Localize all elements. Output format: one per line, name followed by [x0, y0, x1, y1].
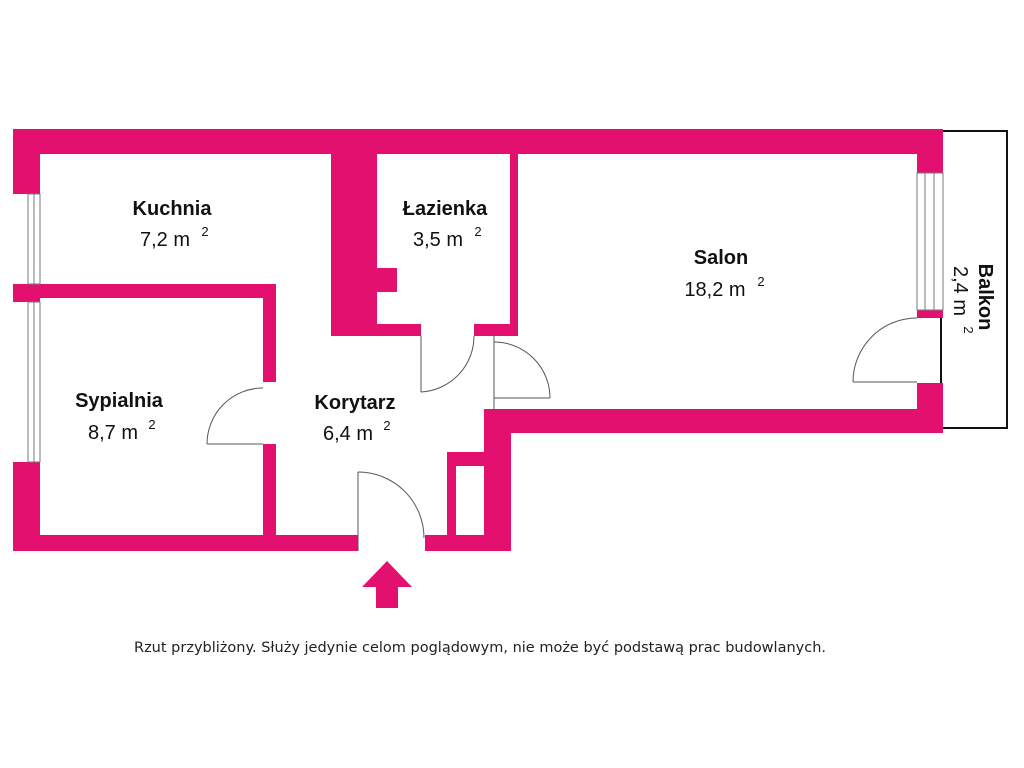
- wall-kitchen-bath: [331, 129, 377, 336]
- room-name: Balkon: [974, 264, 996, 331]
- room-area-sup: 2: [474, 224, 481, 239]
- wall-bedroom-top: [13, 284, 276, 298]
- room-area: 3,5 m: [413, 229, 463, 251]
- room-sypialnia: Sypialnia 8,7 m 2: [75, 390, 164, 444]
- windows: [27, 172, 944, 463]
- wall-top: [13, 129, 943, 154]
- room-name: Korytarz: [314, 392, 395, 414]
- room-area-sup: 2: [383, 418, 390, 433]
- wall-bath-salon: [510, 129, 518, 336]
- room-area: 6,4 m: [323, 423, 373, 445]
- wall-corridor-right: [484, 409, 511, 551]
- room-kuchnia: Kuchnia 7,2 m 2: [133, 198, 213, 251]
- room-balkon: Balkon 2,4 m 2: [949, 264, 996, 334]
- room-area-sup: 2: [961, 326, 976, 333]
- wall-right-upper: [917, 129, 943, 173]
- room-area-sup: 2: [757, 274, 764, 289]
- wall-bedroom-right-upper: [263, 284, 276, 382]
- room-area-sup: 2: [201, 224, 208, 239]
- room-area: 18,2 m: [684, 279, 745, 301]
- window-salon: [916, 172, 944, 311]
- room-name: Salon: [694, 247, 748, 269]
- wall-salon-bottom: [484, 409, 943, 433]
- walls: [13, 129, 943, 551]
- wall-right-mid: [917, 310, 943, 318]
- entrance-arrow-icon: [362, 561, 412, 608]
- room-area: 7,2 m: [140, 229, 190, 251]
- wall-niche-post: [447, 452, 456, 536]
- wall-bath-notch: [377, 268, 397, 292]
- wall-left-upper: [13, 129, 40, 194]
- room-name: Łazienka: [403, 198, 488, 220]
- room-area-sup: 2: [148, 417, 155, 432]
- wall-bath-bottom: [331, 324, 421, 336]
- room-area: 2,4 m: [949, 266, 971, 316]
- room-name: Kuchnia: [133, 198, 213, 220]
- wall-bath-bottom-right: [474, 324, 518, 336]
- wall-niche: [447, 452, 484, 466]
- doors: [206, 317, 918, 551]
- room-area: 8,7 m: [88, 422, 138, 444]
- room-name: Sypialnia: [75, 390, 164, 412]
- wall-bedroom-right-lower: [263, 444, 276, 551]
- room-lazienka: Łazienka 3,5 m 2: [403, 198, 488, 251]
- disclaimer-text: Rzut przybliżony. Służy jedynie celom po…: [134, 640, 826, 656]
- room-korytarz: Korytarz 6,4 m 2: [314, 392, 395, 445]
- room-salon: Salon 18,2 m 2: [684, 247, 764, 301]
- wall-bottom-left: [13, 535, 358, 551]
